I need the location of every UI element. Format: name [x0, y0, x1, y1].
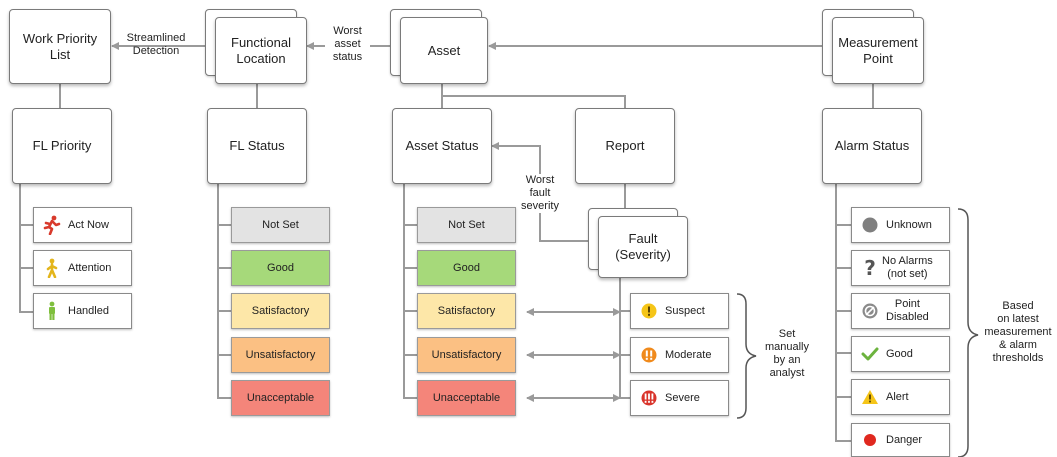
priority-label-act-now: Act Now [68, 218, 109, 231]
measurement-point-label: Measurement Point [838, 34, 918, 66]
red-circle-icon [860, 430, 880, 450]
asset-status-label: Asset Status [405, 138, 479, 153]
alarm-item-danger: Danger [851, 423, 950, 457]
priority-item-attention: Attention [33, 250, 132, 286]
asset-status-satisfactory: Satisfactory [417, 293, 516, 329]
alarm-item-unknown: Unknown [851, 207, 950, 243]
priority-item-handled: Handled [33, 293, 132, 329]
report-label: Report [605, 138, 645, 153]
fl-status-node: FL Status [207, 108, 307, 184]
fl-status-unacceptable: Unacceptable [231, 380, 330, 416]
asset-label: Asset [427, 42, 461, 58]
warning-triangle-icon [860, 387, 880, 407]
walking-person-icon [42, 258, 62, 278]
alarm-item-alert: Alert [851, 379, 950, 415]
standing-person-icon [42, 301, 62, 321]
fault-severity-label: Fault (Severity) [615, 231, 671, 262]
question-mark-icon: ? [864, 256, 876, 280]
functional-location-node: Functional Location [215, 17, 307, 84]
fault-severity-node: Fault (Severity) [598, 216, 688, 278]
set-manually-note: Set manually by an analyst [764, 328, 810, 379]
fl-status-label: FL Status [229, 138, 285, 153]
priority-item-act-now: Act Now [33, 207, 132, 243]
severity-item-moderate: Moderate [630, 337, 729, 373]
checkmark-icon [860, 344, 880, 364]
measurement-point-node: Measurement Point [832, 17, 924, 84]
asset-status-good: Good [417, 250, 516, 286]
based-on-note: Based on latest measurement & alarm thre… [984, 300, 1052, 364]
priority-label-attention: Attention [68, 261, 112, 274]
alarm-label-alert: Alert [886, 390, 909, 403]
alarm-status-label: Alarm Status [834, 138, 910, 153]
asset-status-node: Asset Status [392, 108, 492, 184]
running-person-icon [42, 215, 62, 235]
work-priority-list-label: Work Priority List [22, 30, 98, 62]
asset-status-unacceptable: Unacceptable [417, 380, 516, 416]
streamlined-detection-label: Streamlined Detection [126, 32, 186, 57]
alarm-label-danger: Danger [886, 433, 923, 446]
severity-label-severe: Severe [665, 391, 700, 404]
alarm-label-no-alarms: No Alarms (not set) [882, 255, 933, 280]
fl-priority-label: FL Priority [32, 138, 92, 153]
exclamation-circle-icon [639, 301, 659, 321]
disabled-circle-icon [860, 301, 880, 321]
report-node: Report [575, 108, 675, 184]
fl-priority-node: FL Priority [12, 108, 112, 184]
severity-item-suspect: Suspect [630, 293, 729, 329]
alarm-label-unknown: Unknown [886, 218, 932, 231]
fl-status-unsatisfactory: Unsatisfactory [231, 337, 330, 373]
priority-label-handled: Handled [68, 304, 109, 317]
gray-circle-icon [860, 215, 880, 235]
asset-status-unsatisfactory: Unsatisfactory [417, 337, 516, 373]
severity-label-moderate: Moderate [665, 348, 712, 361]
alarm-label-point-disabled: Point Disabled [886, 298, 929, 323]
fl-status-satisfactory: Satisfactory [231, 293, 330, 329]
double-exclamation-circle-icon [639, 345, 659, 365]
alarm-item-point-disabled: Point Disabled [851, 293, 950, 329]
work-priority-list-node: Work Priority List [9, 9, 111, 84]
asset-status-not-set: Not Set [417, 207, 516, 243]
worst-asset-status-label: Worst asset status [325, 25, 370, 64]
worst-fault-severity-label: Worst fault severity [515, 174, 565, 213]
functional-location-label: Functional Location [231, 34, 291, 66]
alarm-item-good: Good [851, 336, 950, 372]
alarm-item-no-alarms: ? No Alarms (not set) [851, 250, 950, 286]
triple-exclamation-circle-icon [639, 388, 659, 408]
alarm-status-node: Alarm Status [822, 108, 922, 184]
asset-node: Asset [400, 17, 488, 84]
severity-label-suspect: Suspect [665, 304, 705, 317]
fl-status-not-set: Not Set [231, 207, 330, 243]
fl-status-good: Good [231, 250, 330, 286]
alarm-label-good: Good [886, 347, 913, 360]
severity-item-severe: Severe [630, 380, 729, 416]
